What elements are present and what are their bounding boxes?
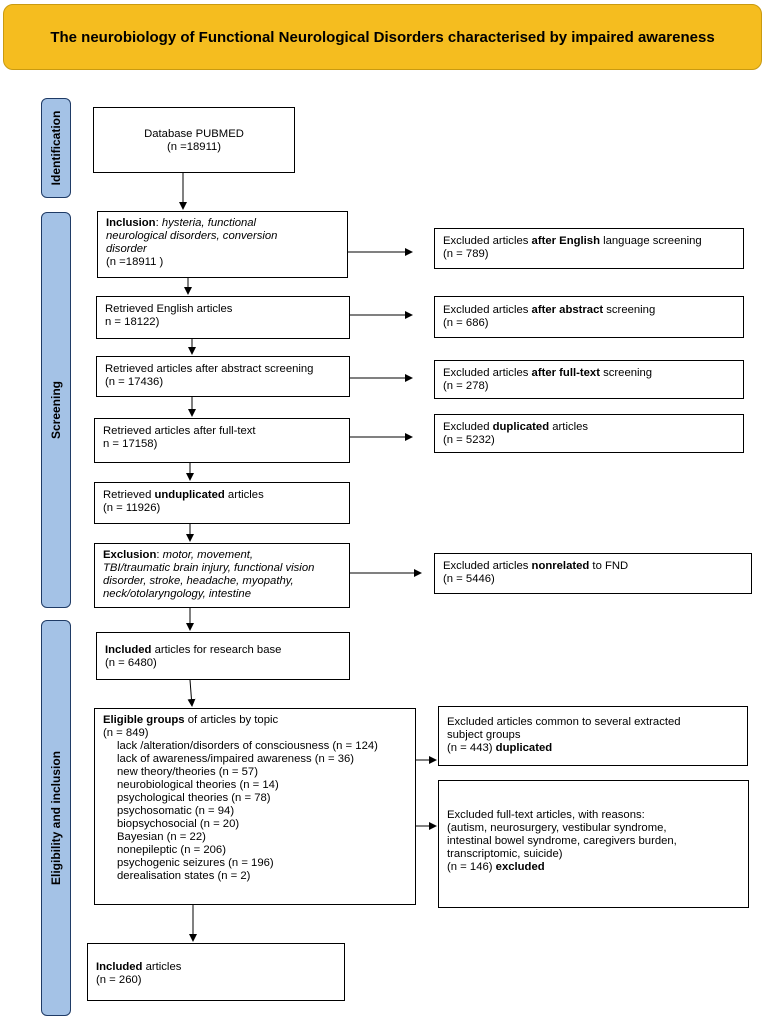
box-excl-fulltext: Excluded articles after full-text screen… bbox=[434, 360, 744, 399]
topic-item: derealisation states (n = 2) bbox=[117, 870, 251, 882]
retrieved-english-count: n = 18122) bbox=[105, 316, 160, 328]
included-final-bold: Included bbox=[96, 961, 143, 973]
box-included-base: Included articles for research base (n =… bbox=[96, 632, 350, 680]
box-excl-duplicated: Excluded duplicated articles (n = 5232) bbox=[434, 414, 744, 453]
inclusion-terms-1: hysteria, functional bbox=[161, 217, 257, 229]
eligible-count: (n = 849) bbox=[103, 727, 149, 739]
box-inclusion: Inclusion: hysteria, functional neurolog… bbox=[97, 211, 348, 278]
retrieved-fulltext-label: Retrieved articles after full-text bbox=[103, 425, 256, 437]
box-excl-reasons: Excluded full-text articles, with reason… bbox=[438, 780, 749, 908]
excl-abstract-post: screening bbox=[603, 304, 656, 316]
excl-reasons-count: (n = 146) bbox=[447, 861, 496, 873]
excl-abstract-count: (n = 686) bbox=[443, 317, 489, 329]
excl-common-count: (n = 443) bbox=[447, 742, 496, 754]
excl-duplicated-post: articles bbox=[549, 421, 589, 433]
excl-fulltext-pre: Excluded articles bbox=[443, 367, 532, 379]
topic-item: neurobiological theories (n = 14) bbox=[117, 779, 279, 791]
exclusion-label: Exclusion bbox=[103, 549, 157, 561]
box-excl-english: Excluded articles after English language… bbox=[434, 228, 744, 269]
excl-duplicated-pre: Excluded bbox=[443, 421, 493, 433]
exclusion-terms-2: TBI/traumatic brain injury, functional v… bbox=[103, 562, 315, 574]
exclusion-terms-1: motor, movement, bbox=[162, 549, 254, 561]
excl-fulltext-bold: after full-text bbox=[531, 367, 600, 379]
excl-nonrelated-post: to FND bbox=[589, 560, 629, 572]
excl-reasons-line3: intestinal bowel syndrome, caregivers bu… bbox=[447, 835, 677, 847]
excl-common-line1: Excluded articles common to several extr… bbox=[447, 716, 681, 728]
excl-common-line2: subject groups bbox=[447, 729, 521, 741]
included-base-count: (n = 6480) bbox=[105, 657, 157, 669]
retrieved-abstract-count: (n = 17436) bbox=[105, 376, 164, 388]
retrieved-english-label: Retrieved English articles bbox=[105, 303, 233, 315]
exclusion-terms-4: neck/otolaryngology, intestine bbox=[103, 588, 251, 600]
box-retrieved-fulltext: Retrieved articles after full-text n = 1… bbox=[94, 418, 350, 463]
box-retrieved-abstract: Retrieved articles after abstract screen… bbox=[96, 356, 350, 397]
eligible-post: of articles by topic bbox=[184, 714, 279, 726]
box-database: Database PUBMED (n =18911) bbox=[93, 107, 295, 173]
retrieved-unduplicated-pre: Retrieved bbox=[103, 489, 155, 501]
excl-common-bold: duplicated bbox=[495, 742, 553, 754]
excl-reasons-bold: excluded bbox=[495, 861, 545, 873]
inclusion-terms-3: disorder bbox=[106, 243, 147, 255]
excl-english-count: (n = 789) bbox=[443, 248, 489, 260]
excl-duplicated-count: (n = 5232) bbox=[443, 434, 495, 446]
topic-item: new theory/theories (n = 57) bbox=[117, 766, 258, 778]
topic-item: biopsychosocial (n = 20) bbox=[117, 818, 240, 830]
topic-item: Bayesian (n = 22) bbox=[117, 831, 206, 843]
database-name: Database PUBMED bbox=[144, 128, 244, 140]
topic-item: psychological theories (n = 78) bbox=[117, 792, 271, 804]
retrieved-unduplicated-post: articles bbox=[224, 489, 264, 501]
inclusion-label: Inclusion bbox=[106, 217, 156, 229]
database-count: (n =18911) bbox=[166, 141, 222, 153]
topic-item: lack /alteration/disorders of consciousn… bbox=[117, 740, 378, 752]
excl-abstract-pre: Excluded articles bbox=[443, 304, 532, 316]
included-final-count: (n = 260) bbox=[96, 974, 142, 986]
excl-reasons-line1: Excluded full-text articles, with reason… bbox=[447, 809, 645, 821]
excl-nonrelated-bold: nonrelated bbox=[531, 560, 590, 572]
phase-screening: Screening bbox=[41, 212, 71, 608]
excl-english-bold: after English bbox=[531, 235, 600, 247]
retrieved-unduplicated-count: (n = 11926) bbox=[103, 502, 161, 514]
inclusion-count: (n =18911 ) bbox=[106, 256, 164, 268]
retrieved-unduplicated-bold: unduplicated bbox=[154, 489, 225, 501]
topic-item: lack of awareness/impaired awareness (n … bbox=[117, 753, 355, 765]
arrow-included-to-eligible bbox=[187, 679, 196, 707]
box-exclusion: Exclusion: motor, movement, TBI/traumati… bbox=[94, 543, 350, 608]
included-base-bold: Included bbox=[105, 644, 152, 656]
included-final-post: articles bbox=[142, 961, 182, 973]
retrieved-fulltext-count: n = 17158) bbox=[103, 438, 158, 450]
title-banner: The neurobiology of Functional Neurologi… bbox=[3, 4, 762, 70]
excl-reasons-line2: (autism, neurosurgery, vestibular syndro… bbox=[447, 822, 667, 834]
excl-reasons-line4: transcriptomic, suicide) bbox=[447, 848, 563, 860]
box-excl-abstract: Excluded articles after abstract screeni… bbox=[434, 296, 744, 338]
phase-eligibility: Eligibility and inclusion bbox=[41, 620, 71, 1016]
topic-item: nonepileptic (n = 206) bbox=[117, 844, 226, 856]
retrieved-abstract-label: Retrieved articles after abstract screen… bbox=[105, 363, 314, 375]
topic-item: psychogenic seizures (n = 196) bbox=[117, 857, 274, 869]
excl-abstract-bold: after abstract bbox=[531, 304, 604, 316]
excl-nonrelated-pre: Excluded articles bbox=[443, 560, 532, 572]
excl-fulltext-post: screening bbox=[599, 367, 653, 379]
included-base-post: articles for research base bbox=[151, 644, 282, 656]
excl-english-pre: Excluded articles bbox=[443, 235, 532, 247]
topic-item: psychosomatic (n = 94) bbox=[117, 805, 235, 817]
exclusion-terms-3: disorder, stroke, headache, myopathy, bbox=[103, 575, 294, 587]
excl-english-post: language screening bbox=[599, 235, 702, 247]
eligible-bold: Eligible groups bbox=[103, 714, 185, 726]
excl-duplicated-bold: duplicated bbox=[492, 421, 550, 433]
box-eligible-groups: Eligible groups of articles by topic (n … bbox=[94, 708, 416, 905]
box-excl-nonrelated: Excluded articles nonrelated to FND (n =… bbox=[434, 553, 752, 594]
box-retrieved-english: Retrieved English articles n = 18122) bbox=[96, 296, 350, 339]
box-excl-common: Excluded articles common to several extr… bbox=[438, 706, 748, 766]
excl-nonrelated-count: (n = 5446) bbox=[443, 573, 495, 585]
page-title: The neurobiology of Functional Neurologi… bbox=[50, 28, 715, 46]
phase-identification: Identification bbox=[41, 98, 71, 198]
box-retrieved-unduplicated: Retrieved unduplicated articles (n = 119… bbox=[94, 482, 350, 524]
excl-fulltext-count: (n = 278) bbox=[443, 380, 489, 392]
exclusion-sep: : bbox=[156, 549, 163, 561]
inclusion-terms-2: neurological disorders, conversion bbox=[106, 230, 278, 242]
box-included-final: Included articles (n = 260) bbox=[87, 943, 345, 1001]
inclusion-sep: : bbox=[155, 217, 162, 229]
